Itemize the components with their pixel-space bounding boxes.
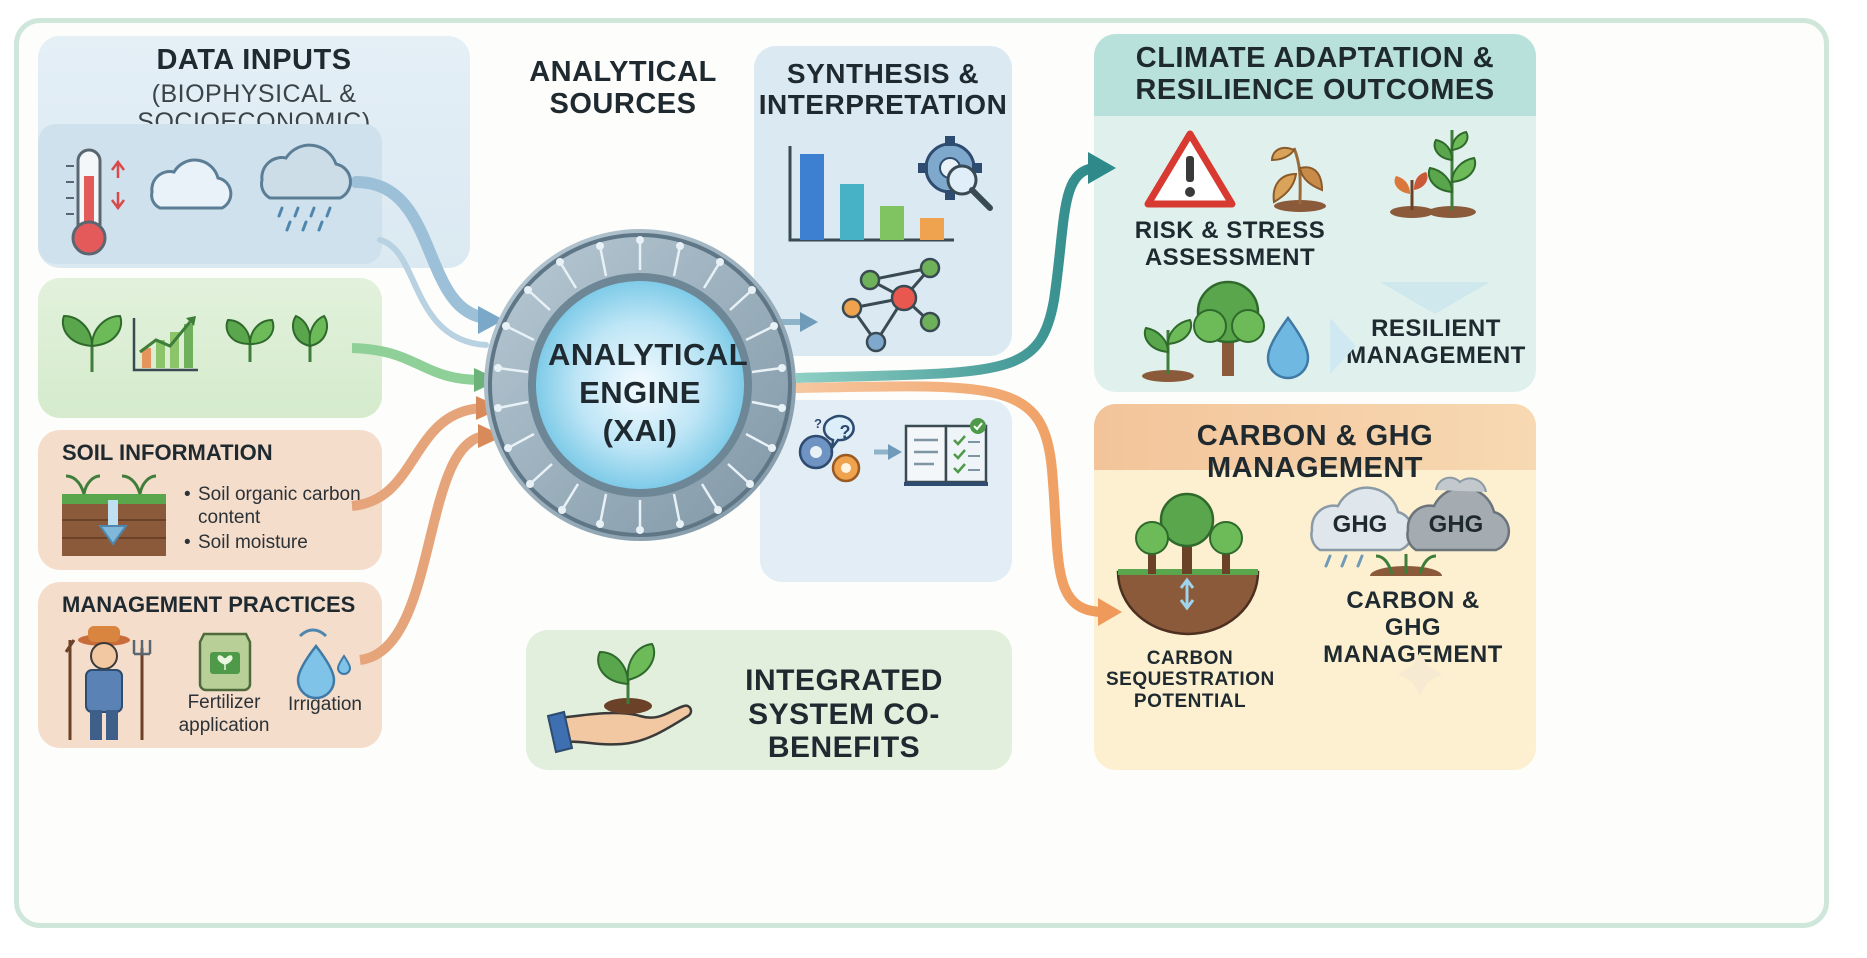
- weather-inputs-panel: [38, 124, 382, 264]
- analytical-engine-label: ANALYTICAL ENGINE (XAI): [548, 337, 749, 448]
- synthesis-title: SYNTHESIS & INTERPRETATION: [758, 58, 1008, 121]
- carbon-sequestration-label: CARBON SEQUESTRATION POTENTIAL: [1106, 648, 1275, 712]
- explanation-panel: [760, 400, 1012, 582]
- data-inputs-title: DATA INPUTS: [156, 44, 352, 76]
- carbon-title: CARBON & GHG MANAGEMENT: [1196, 420, 1434, 485]
- soil-information-title: SOIL INFORMATION: [62, 440, 273, 465]
- fertilizer-label: Fertilizer application: [178, 692, 270, 736]
- soil-bullet-text: Soil moisture: [198, 532, 308, 553]
- irrigation-label: Irrigation: [288, 694, 362, 715]
- co-benefits-title: INTEGRATED SYSTEM CO-BENEFITS: [745, 664, 943, 765]
- soil-bullet-text: Soil organic carbon content: [198, 484, 361, 528]
- resilient-management-label: RESILIENT MANAGEMENT: [1346, 315, 1526, 369]
- management-practices-title: MANAGEMENT PRACTICES: [62, 592, 356, 617]
- carbon-header: [1094, 404, 1536, 470]
- analytical-sources-title: ANALYTICAL SOURCES: [529, 56, 717, 121]
- crop-inputs-panel: [38, 278, 382, 418]
- climate-header: [1094, 34, 1536, 116]
- climate-title: CLIMATE ADAPTATION & RESILIENCE OUTCOMES: [1135, 42, 1495, 107]
- carbon-ghg-management-label: CARBON & GHG MANAGEMENT: [1323, 587, 1503, 668]
- risk-assessment-label: RISK & STRESS ASSESSMENT: [1134, 217, 1326, 271]
